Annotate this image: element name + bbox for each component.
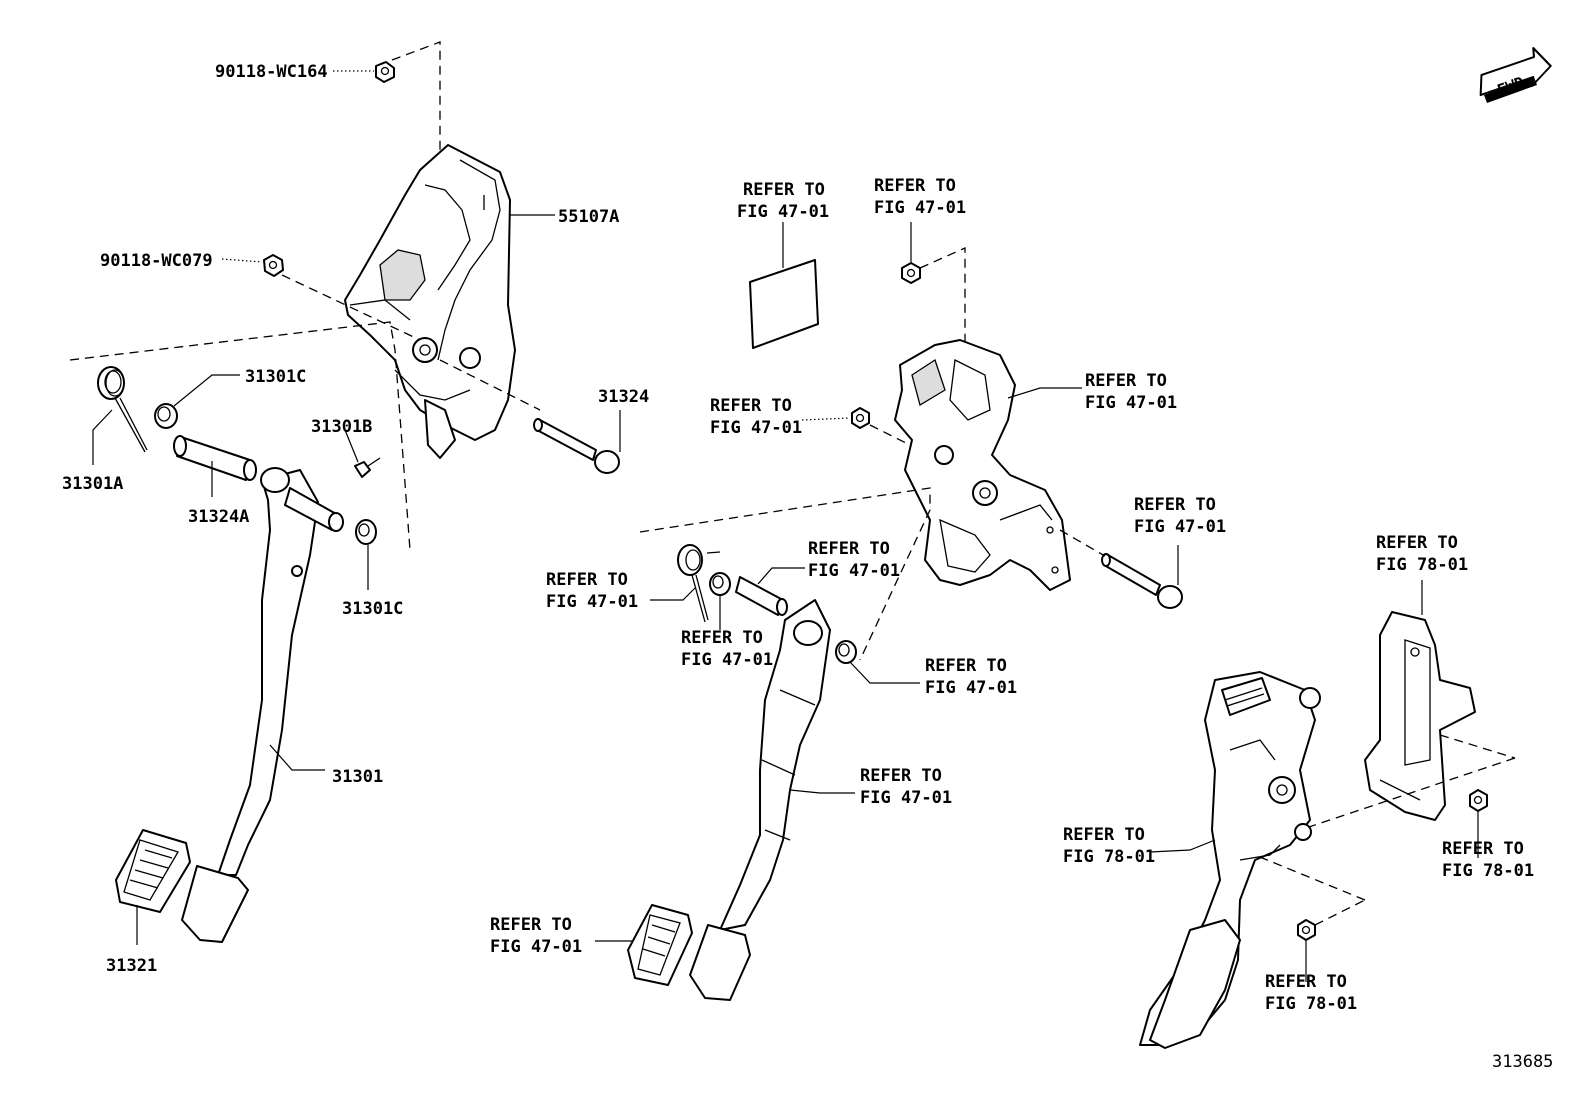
nut-middle-left xyxy=(851,407,870,429)
svg-text:REFER TO: REFER TO xyxy=(1063,825,1145,845)
refer-callout-pedal-arm: REFER TO FIG 47-01 xyxy=(860,766,952,808)
refer-callout-bolt: REFER TO FIG 47-01 xyxy=(1134,495,1226,537)
svg-text:FIG 47-01: FIG 47-01 xyxy=(737,202,829,222)
label-31301b: 31301B xyxy=(311,417,372,437)
svg-text:FIG 78-01: FIG 78-01 xyxy=(1376,555,1468,575)
label-90118-wc164: 90118-WC164 xyxy=(215,62,328,82)
svg-text:REFER TO: REFER TO xyxy=(874,176,956,196)
brake-pad-plate xyxy=(749,259,819,349)
accelerator-bracket xyxy=(1364,611,1476,821)
bushing-31301c-lower xyxy=(355,519,377,545)
label-90118-wc079: 90118-WC079 xyxy=(100,251,213,271)
refer-callout-brake-pad: REFER TO FIG 47-01 xyxy=(490,915,582,957)
refer-callout-left-nut: REFER TO FIG 47-01 xyxy=(710,396,802,438)
bolt-31324 xyxy=(533,418,620,474)
brake-bracket xyxy=(894,339,1071,591)
svg-text:FIG 47-01: FIG 47-01 xyxy=(860,788,952,808)
clutch-pedal-31301 xyxy=(181,467,344,943)
svg-text:FIG 47-01: FIG 47-01 xyxy=(1085,393,1177,413)
svg-text:FIG 47-01: FIG 47-01 xyxy=(1134,517,1226,537)
nut-accelerator-right xyxy=(1469,789,1488,812)
collar-31324a xyxy=(173,435,257,481)
svg-text:REFER TO: REFER TO xyxy=(546,570,628,590)
pedal-bracket-55107a xyxy=(344,144,516,459)
refer-callout-bushing-lower: REFER TO FIG 47-01 xyxy=(925,656,1017,698)
svg-text:FIG 47-01: FIG 47-01 xyxy=(808,561,900,581)
svg-text:REFER TO: REFER TO xyxy=(925,656,1007,676)
fwd-arrow-icon: FWD xyxy=(1479,47,1552,103)
svg-text:REFER TO: REFER TO xyxy=(1134,495,1216,515)
brake-return-spring xyxy=(677,544,721,623)
svg-text:REFER TO: REFER TO xyxy=(808,539,890,559)
svg-text:FIG 47-01: FIG 47-01 xyxy=(546,592,638,612)
label-31324: 31324 xyxy=(598,387,649,407)
label-31301c-lower: 31301C xyxy=(342,599,403,619)
label-31321: 31321 xyxy=(106,956,157,976)
nut-90118-wc164 xyxy=(375,61,395,83)
brake-bushing-lower xyxy=(835,640,857,664)
svg-text:REFER TO: REFER TO xyxy=(1085,371,1167,391)
label-31301c-upper: 31301C xyxy=(245,367,306,387)
refer-callout-collar: REFER TO FIG 47-01 xyxy=(808,539,900,581)
svg-text:FIG 47-01: FIG 47-01 xyxy=(874,198,966,218)
label-31301: 31301 xyxy=(332,767,383,787)
spring-31301a xyxy=(97,366,148,453)
svg-text:REFER TO: REFER TO xyxy=(1442,839,1524,859)
label-31324a: 31324A xyxy=(188,507,249,527)
label-55107a: 55107A xyxy=(558,207,619,227)
bolt-31301b xyxy=(354,457,381,478)
svg-text:REFER TO: REFER TO xyxy=(1376,533,1458,553)
diagram-id: 313685 xyxy=(1492,1052,1553,1072)
pedal-pad-31321 xyxy=(115,829,191,913)
refer-callout-accel-bracket: REFER TO FIG 78-01 xyxy=(1376,533,1468,575)
brake-bushing-upper xyxy=(709,572,731,596)
svg-text:REFER TO: REFER TO xyxy=(743,180,825,200)
brake-collar xyxy=(735,576,788,616)
bolt-brake-pivot xyxy=(1101,553,1183,609)
bushing-31301c-upper xyxy=(154,403,178,429)
refer-callout-spring: REFER TO FIG 47-01 xyxy=(546,570,638,612)
svg-text:FIG 47-01: FIG 47-01 xyxy=(681,650,773,670)
svg-text:REFER TO: REFER TO xyxy=(490,915,572,935)
nut-middle-top xyxy=(901,262,921,284)
brake-pedal-pad xyxy=(627,904,693,986)
refer-callout-bracket: REFER TO FIG 47-01 xyxy=(1085,371,1177,413)
svg-text:REFER TO: REFER TO xyxy=(860,766,942,786)
refer-callout-bushing-upper: REFER TO FIG 47-01 xyxy=(681,628,773,670)
svg-text:REFER TO: REFER TO xyxy=(681,628,763,648)
svg-text:FIG 78-01: FIG 78-01 xyxy=(1265,994,1357,1014)
refer-callout-top-nut: REFER TO FIG 47-01 xyxy=(874,176,966,218)
nut-90118-wc079 xyxy=(263,254,284,277)
accelerator-pedal-module xyxy=(1139,671,1321,1049)
svg-text:FIG 47-01: FIG 47-01 xyxy=(925,678,1017,698)
svg-text:FIG 78-01: FIG 78-01 xyxy=(1063,847,1155,867)
refer-callout-pad: REFER TO FIG 47-01 xyxy=(737,180,829,222)
svg-text:REFER TO: REFER TO xyxy=(1265,972,1347,992)
nut-accelerator-bottom xyxy=(1297,919,1316,941)
refer-callout-accel-nut-right: REFER TO FIG 78-01 xyxy=(1442,839,1534,881)
svg-text:FIG 78-01: FIG 78-01 xyxy=(1442,861,1534,881)
refer-callout-accel-nut-bottom: REFER TO FIG 78-01 xyxy=(1265,972,1357,1014)
svg-text:FIG 47-01: FIG 47-01 xyxy=(710,418,802,438)
svg-text:REFER TO: REFER TO xyxy=(710,396,792,416)
svg-text:FIG 47-01: FIG 47-01 xyxy=(490,937,582,957)
brake-pedal-arm xyxy=(689,599,831,1001)
refer-callout-accel-module: REFER TO FIG 78-01 xyxy=(1063,825,1155,867)
label-31301a: 31301A xyxy=(62,474,123,494)
